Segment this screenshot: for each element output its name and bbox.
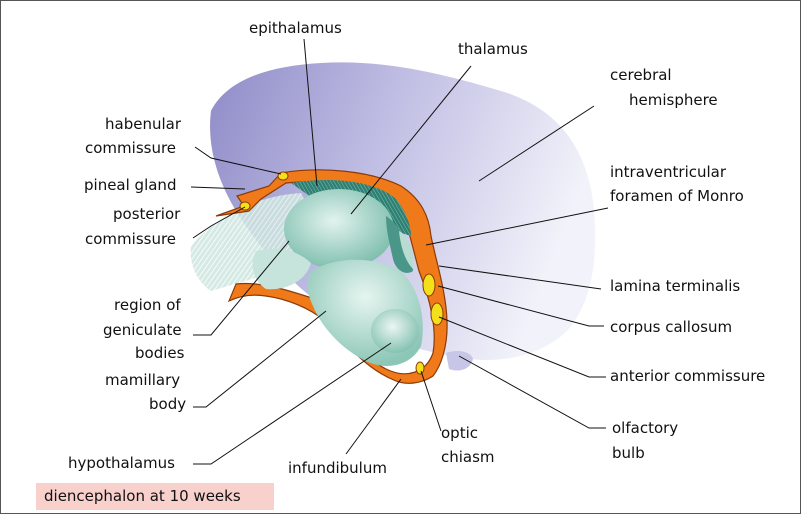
olfactory-bulb-shape (446, 351, 473, 371)
caption-box: diencephalon at 10 weeks (36, 483, 274, 510)
label-corpus-callosum: corpus callosum (610, 318, 732, 336)
label-geniculate-1: region of (114, 296, 181, 314)
label-intraventricular-2: foramen of Monro (610, 187, 744, 205)
label-optic-1: optic (441, 424, 478, 442)
label-pineal-gland: pineal gland (84, 176, 176, 194)
label-hypothalamus: hypothalamus (68, 454, 175, 472)
label-cerebral-1: cerebral (610, 66, 672, 84)
label-optic-2: chiasm (441, 448, 495, 466)
label-mamillary-1: mamillary (105, 371, 180, 389)
label-olfactory-1: olfactory (612, 419, 678, 437)
label-intraventricular-1: intraventricular (610, 163, 727, 181)
lamina-terminalis-shape (423, 274, 435, 296)
label-infundibulum: infundibulum (288, 459, 387, 477)
label-mamillary-2: body (149, 395, 186, 413)
leader-hypothalamus (193, 343, 391, 464)
optic-chiasm-shape (416, 362, 424, 374)
label-posterior-2: commissure (85, 230, 176, 248)
anterior-commissure-shape (431, 303, 443, 325)
label-posterior-1: posterior (113, 205, 181, 223)
label-cerebral-2: hemisphere (629, 91, 718, 109)
mamillary-body-shape (371, 309, 419, 353)
leader-olfactory (459, 356, 606, 428)
label-thalamus: thalamus (458, 40, 528, 58)
leader-mamillary (193, 311, 326, 407)
label-habenular-1: habenular (105, 115, 182, 133)
label-lamina-terminalis: lamina terminalis (610, 277, 740, 295)
label-epithalamus: epithalamus (249, 19, 342, 37)
label-geniculate-3: bodies (135, 344, 185, 362)
leader-infundibulum (346, 379, 401, 454)
leader-optic (421, 371, 441, 431)
label-habenular-2: commissure (85, 139, 176, 157)
label-anterior-commissure: anterior commissure (610, 367, 765, 385)
label-olfactory-2: bulb (612, 444, 645, 462)
label-geniculate-2: geniculate (103, 321, 182, 339)
